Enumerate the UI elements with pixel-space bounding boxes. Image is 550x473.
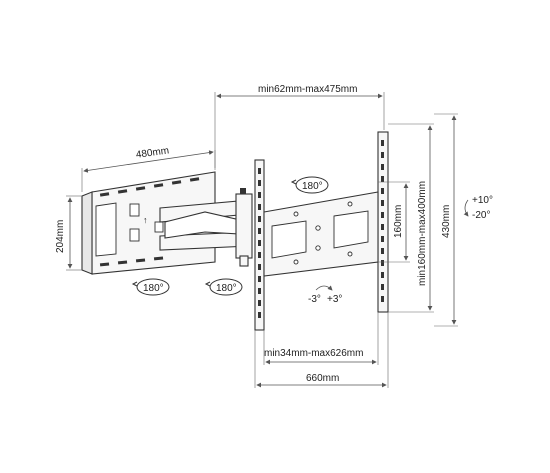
- vesa-height-range-label: min160mm-max400mm: [417, 181, 428, 286]
- dimension-total-width: 660mm: [254, 312, 389, 388]
- level-minus-label: -3°: [308, 294, 321, 305]
- tilt-down-label: -20°: [472, 210, 490, 221]
- level-plus-label: +3°: [327, 294, 342, 305]
- left-rail-holes: [258, 168, 261, 318]
- level-adjust-indicator: -3° +3°: [308, 285, 342, 305]
- tilt-indicator: +10° -20°: [463, 195, 493, 221]
- dimension-wall-height: 204mm: [55, 195, 82, 271]
- vesa-160-label: 160mm: [393, 205, 404, 238]
- right-rail-holes: [381, 140, 384, 302]
- tilt-up-label: +10°: [472, 195, 493, 206]
- wall-width-label: 480mm: [135, 145, 170, 161]
- wall-plate-top-slots: [99, 177, 200, 197]
- dimension-vesa-160: 160mm: [378, 181, 410, 263]
- dimension-reach: min62mm-max475mm: [214, 84, 385, 170]
- swivel-mid-badge: 180°: [204, 278, 243, 296]
- reach-label: min62mm-max475mm: [258, 84, 357, 95]
- rotate-arrow-icon: [290, 179, 297, 185]
- total-height-label: 430mm: [441, 205, 452, 238]
- level-arrow-icon: [315, 285, 333, 291]
- articulating-arms: [159, 188, 253, 267]
- dimension-wall-width: 480mm: [81, 145, 216, 192]
- vesa-width-range-label: min34mm-max626mm: [264, 348, 363, 359]
- tilt-arrow-icon: [463, 199, 469, 217]
- arrow-up-icon: ↑: [143, 215, 148, 225]
- wall-plate-bottom-slots: [99, 256, 164, 267]
- rotate-arrow-icon: [131, 281, 138, 287]
- swivel-head-label: 180°: [302, 181, 323, 192]
- wall-height-label: 204mm: [55, 220, 66, 253]
- dimension-vesa-height-range: min160mm-max400mm: [388, 123, 434, 313]
- swivel-left-label: 180°: [143, 283, 164, 294]
- swivel-left-badge: 180°: [131, 278, 170, 296]
- tv-bracket: [254, 131, 389, 331]
- dimension-total-height: 430mm: [434, 113, 458, 327]
- swivel-head-badge: 180°: [290, 176, 329, 194]
- rotate-arrow-icon: [204, 281, 211, 287]
- swivel-mid-label: 180°: [216, 283, 237, 294]
- total-width-label: 660mm: [306, 373, 339, 384]
- dimension-vesa-width-range: min34mm-max626mm: [263, 312, 379, 365]
